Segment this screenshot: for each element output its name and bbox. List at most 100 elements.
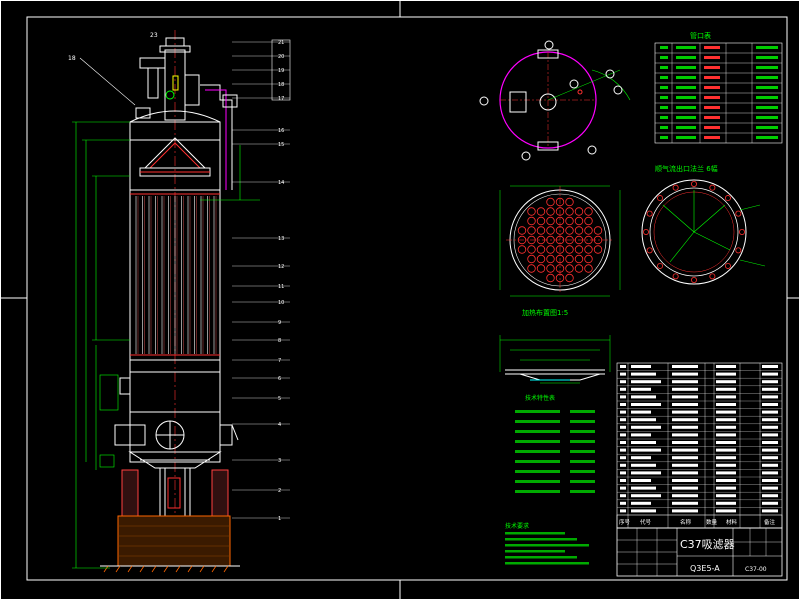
part-number: 5 bbox=[278, 396, 281, 402]
part-number: 9 bbox=[278, 320, 281, 326]
plate-detail-title: 加热布置图1:5 bbox=[522, 308, 568, 317]
part-number: 16 bbox=[278, 128, 284, 134]
tube-hole bbox=[546, 245, 555, 254]
flange-bolt-hole bbox=[646, 210, 653, 217]
tube-hole bbox=[536, 207, 546, 216]
notes-title: 技术要求 bbox=[505, 522, 529, 530]
nozzle-table-title: 管口表 bbox=[690, 31, 711, 40]
tube-hole bbox=[527, 207, 536, 216]
flange-bolt-hole bbox=[646, 247, 653, 254]
tube-hole bbox=[527, 226, 536, 235]
drawing-number: Q3E5-A bbox=[690, 564, 720, 573]
parts-header-cell: 序号 bbox=[619, 518, 631, 526]
part-number: 14 bbox=[278, 180, 284, 186]
flange-bolt-hole bbox=[724, 195, 731, 202]
parts-header-cell: 名称 bbox=[680, 518, 692, 526]
parts-header-cell: 备注 bbox=[764, 518, 776, 526]
part-number: 6 bbox=[278, 376, 281, 382]
vessel-elevation: 23 18 bbox=[68, 30, 260, 573]
tube-hole bbox=[584, 226, 593, 235]
tube-hole bbox=[517, 245, 527, 254]
parts-list: 序号代号名称数量材料备注 bbox=[616, 362, 783, 529]
tube-hole bbox=[555, 245, 565, 254]
flange-bolt-hole bbox=[643, 228, 650, 235]
part-number: 8 bbox=[278, 338, 281, 344]
tube-hole bbox=[565, 264, 574, 273]
tube-hole bbox=[593, 245, 603, 254]
tube-hole bbox=[584, 264, 593, 273]
drawing-title: C37吸滤器 bbox=[680, 538, 735, 551]
parts-header-cell: 数量 bbox=[706, 518, 718, 526]
tube-hole bbox=[565, 273, 574, 283]
flange-bolt-hole bbox=[657, 262, 664, 269]
tube-hole bbox=[546, 254, 555, 264]
filter-bag-array bbox=[135, 196, 217, 354]
part-number: 3 bbox=[278, 458, 281, 464]
part-number: 21 bbox=[278, 40, 284, 46]
flange-view-title: 顺气流出口法兰 6幅 bbox=[655, 164, 718, 173]
tube-hole bbox=[574, 207, 584, 216]
tube-hole bbox=[574, 254, 584, 264]
top-view bbox=[479, 40, 631, 161]
tube-hole bbox=[565, 235, 574, 245]
flange-bolt-hole bbox=[691, 276, 698, 283]
tube-hole bbox=[536, 216, 546, 226]
tube-hole bbox=[517, 226, 527, 235]
tube-hole bbox=[584, 245, 593, 254]
flange-bolt-hole bbox=[672, 184, 679, 191]
tech-data-title: 技术特性表 bbox=[525, 394, 555, 402]
part-number: 15 bbox=[278, 142, 284, 148]
tube-hole bbox=[584, 207, 593, 216]
part-number: 2 bbox=[278, 488, 281, 494]
part-number: 17 bbox=[278, 96, 284, 102]
title-block: C37吸滤器 Q3E5-A C37-00 bbox=[616, 527, 783, 577]
tube-hole bbox=[565, 216, 574, 226]
flange-bolt-hole bbox=[672, 273, 679, 280]
part-number: 1 bbox=[278, 516, 281, 522]
tube-hole bbox=[574, 264, 584, 273]
tube-hole bbox=[546, 273, 555, 283]
sheet-code: C37-00 bbox=[745, 566, 767, 573]
tube-hole bbox=[584, 254, 593, 264]
part-number: 18 bbox=[278, 82, 284, 88]
tube-hole bbox=[574, 226, 584, 235]
plate-detail: 加热布置图1:5 bbox=[499, 308, 611, 384]
tube-hole bbox=[546, 264, 555, 273]
tube-hole bbox=[527, 254, 536, 264]
tube-hole bbox=[536, 254, 546, 264]
tube-hole bbox=[546, 207, 555, 216]
notes-block: 技术要求 bbox=[505, 522, 589, 565]
tube-hole bbox=[546, 226, 555, 235]
flange-bolt-hole bbox=[657, 195, 664, 202]
part-number: 11 bbox=[278, 284, 284, 290]
flange-bolt-hole bbox=[709, 273, 716, 280]
flange-bolt-hole bbox=[739, 228, 746, 235]
tube-hole bbox=[565, 245, 574, 254]
tube-hole bbox=[536, 245, 546, 254]
flange-bolt-hole bbox=[691, 180, 698, 187]
tube-sheet-view bbox=[499, 185, 621, 297]
tube-hole bbox=[546, 216, 555, 226]
tube-hole bbox=[527, 264, 536, 273]
tube-hole bbox=[593, 226, 603, 235]
nozzle-table: 管口表 bbox=[654, 31, 783, 144]
flange-bolt-hole bbox=[735, 210, 742, 217]
left-item-label: 18 bbox=[68, 55, 76, 62]
tube-hole bbox=[584, 216, 593, 226]
tube-hole bbox=[536, 264, 546, 273]
tech-data-block: 技术特性表 bbox=[515, 394, 595, 493]
tube-hole bbox=[574, 245, 584, 254]
tube-hole bbox=[565, 207, 574, 216]
parts-header-cell: 材料 bbox=[726, 518, 738, 526]
tube-hole bbox=[565, 197, 574, 207]
flange-bolt-hole bbox=[724, 262, 731, 269]
part-number: 4 bbox=[278, 422, 281, 428]
tube-hole bbox=[546, 197, 555, 207]
part-number: 12 bbox=[278, 264, 284, 270]
tube-hole bbox=[574, 216, 584, 226]
tube-hole bbox=[565, 254, 574, 264]
part-number: 19 bbox=[278, 68, 284, 74]
flange-bolt-hole bbox=[709, 184, 716, 191]
